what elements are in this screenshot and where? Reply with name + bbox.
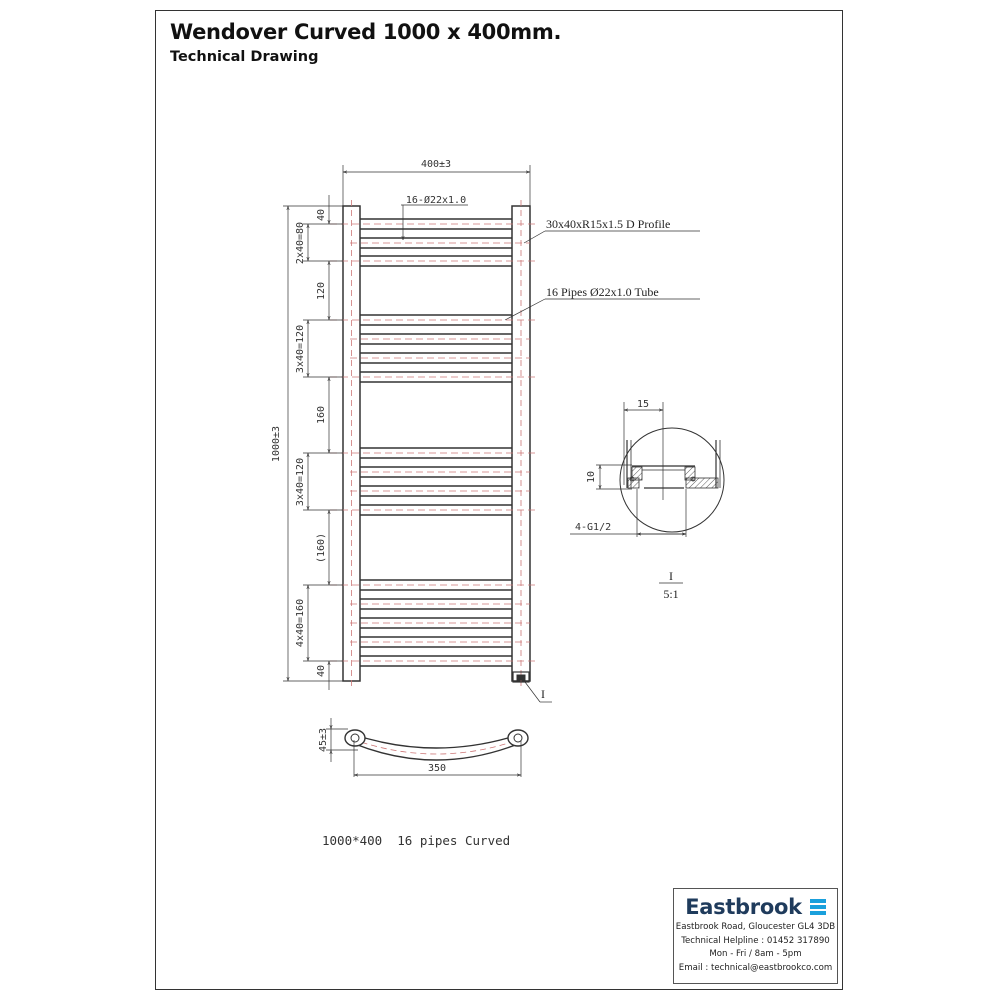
pipe-group-1	[360, 218, 512, 267]
svg-text:2x40=80: 2x40=80	[295, 222, 306, 264]
thread-label: 4-G1/2	[575, 522, 611, 533]
company-info-box: Eastbrook Eastbrook Road, Gloucester GL4…	[673, 888, 838, 984]
vertical-dimension-labels: 40 2x40=80 120 3x40=120 160 3x40=120 (16…	[295, 209, 327, 677]
detail-marker: I	[541, 687, 545, 701]
company-hours: Mon - Fri / 8am - 5pm	[709, 949, 802, 959]
profile-note: 30x40xR15x1.5 D Profile	[546, 217, 670, 231]
centers-dimension-label: 350	[428, 763, 446, 774]
svg-text:3x40=120: 3x40=120	[295, 458, 306, 506]
detail-width-label: 15	[637, 399, 649, 410]
page-title: Wendover Curved 1000 x 400mm.	[170, 20, 562, 44]
company-helpline: Technical Helpline : 01452 317890	[681, 935, 830, 946]
pipe-callout-label: 16-Ø22x1.0	[406, 194, 466, 206]
waves-logo-icon	[809, 899, 826, 915]
drawing-caption: 1000*400 16 pipes Curved	[322, 833, 511, 848]
detail-scale-id: I	[669, 569, 673, 583]
pipes-note: 16 Pipes Ø22x1.0 Tube	[546, 285, 659, 299]
company-email: Email : technical@eastbrookco.com	[678, 962, 833, 973]
svg-text:120: 120	[316, 282, 327, 300]
pipe-group-4	[360, 579, 512, 667]
svg-text:160: 160	[316, 406, 327, 424]
page-subtitle: Technical Drawing	[170, 49, 319, 65]
front-view	[283, 165, 700, 703]
company-address: Eastbrook Road, Gloucester GL4 3DB	[675, 922, 836, 932]
svg-text:4x40=160: 4x40=160	[295, 599, 306, 647]
depth-dimension-label: 45±3	[318, 728, 329, 752]
height-dimension-label: 1000±3	[271, 426, 282, 462]
detail-scale: 5:1	[663, 587, 678, 601]
svg-text:(160): (160)	[316, 533, 327, 563]
pipe-group-2	[360, 314, 512, 383]
top-view	[326, 718, 529, 777]
company-name: Eastbrook	[685, 895, 802, 919]
svg-text:3x40=120: 3x40=120	[295, 325, 306, 373]
detail-height-label: 10	[586, 471, 597, 483]
company-logo: Eastbrook	[674, 893, 837, 921]
width-dimension-label: 400±3	[421, 159, 451, 170]
svg-text:40: 40	[316, 665, 327, 677]
pipe-group-3	[360, 447, 512, 516]
drawing-border	[155, 10, 843, 990]
detail-view	[570, 402, 725, 584]
svg-text:40: 40	[316, 209, 327, 221]
